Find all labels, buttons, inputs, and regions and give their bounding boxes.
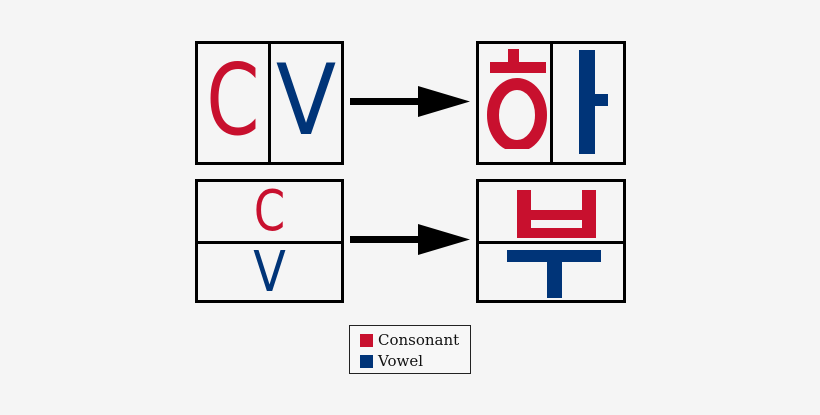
legend-label: Consonant <box>378 331 460 349</box>
arrow-right-icon <box>350 224 470 255</box>
legend-item-vowel: Vowel <box>360 352 423 370</box>
legend: Consonant Vowel <box>349 325 471 374</box>
cv-horizontal-box: C V <box>195 41 344 165</box>
vowel-swatch-icon <box>360 354 373 368</box>
horizontal-divider <box>198 241 341 244</box>
cv-vertical-box: C V <box>195 179 344 303</box>
u-vowel-jamo <box>507 250 601 298</box>
syllable-ha-box: 하 <box>476 41 626 165</box>
vertical-divider <box>268 44 271 162</box>
legend-label: Vowel <box>378 352 423 370</box>
bieup-consonant-jamo <box>517 190 596 238</box>
hieut-consonant-jamo <box>487 49 547 149</box>
consonant-letter: C <box>206 44 260 158</box>
consonant-swatch-icon <box>360 333 373 347</box>
horizontal-divider <box>479 241 623 244</box>
vowel-letter: V <box>253 240 286 305</box>
syllable-bu-box: 부 <box>476 179 626 303</box>
legend-item-consonant: Consonant <box>360 331 459 349</box>
consonant-letter: C <box>253 179 286 244</box>
a-vowel-jamo <box>579 50 608 154</box>
vowel-letter: V <box>275 44 337 158</box>
vertical-divider <box>550 44 553 162</box>
arrow-right-icon <box>350 86 470 117</box>
